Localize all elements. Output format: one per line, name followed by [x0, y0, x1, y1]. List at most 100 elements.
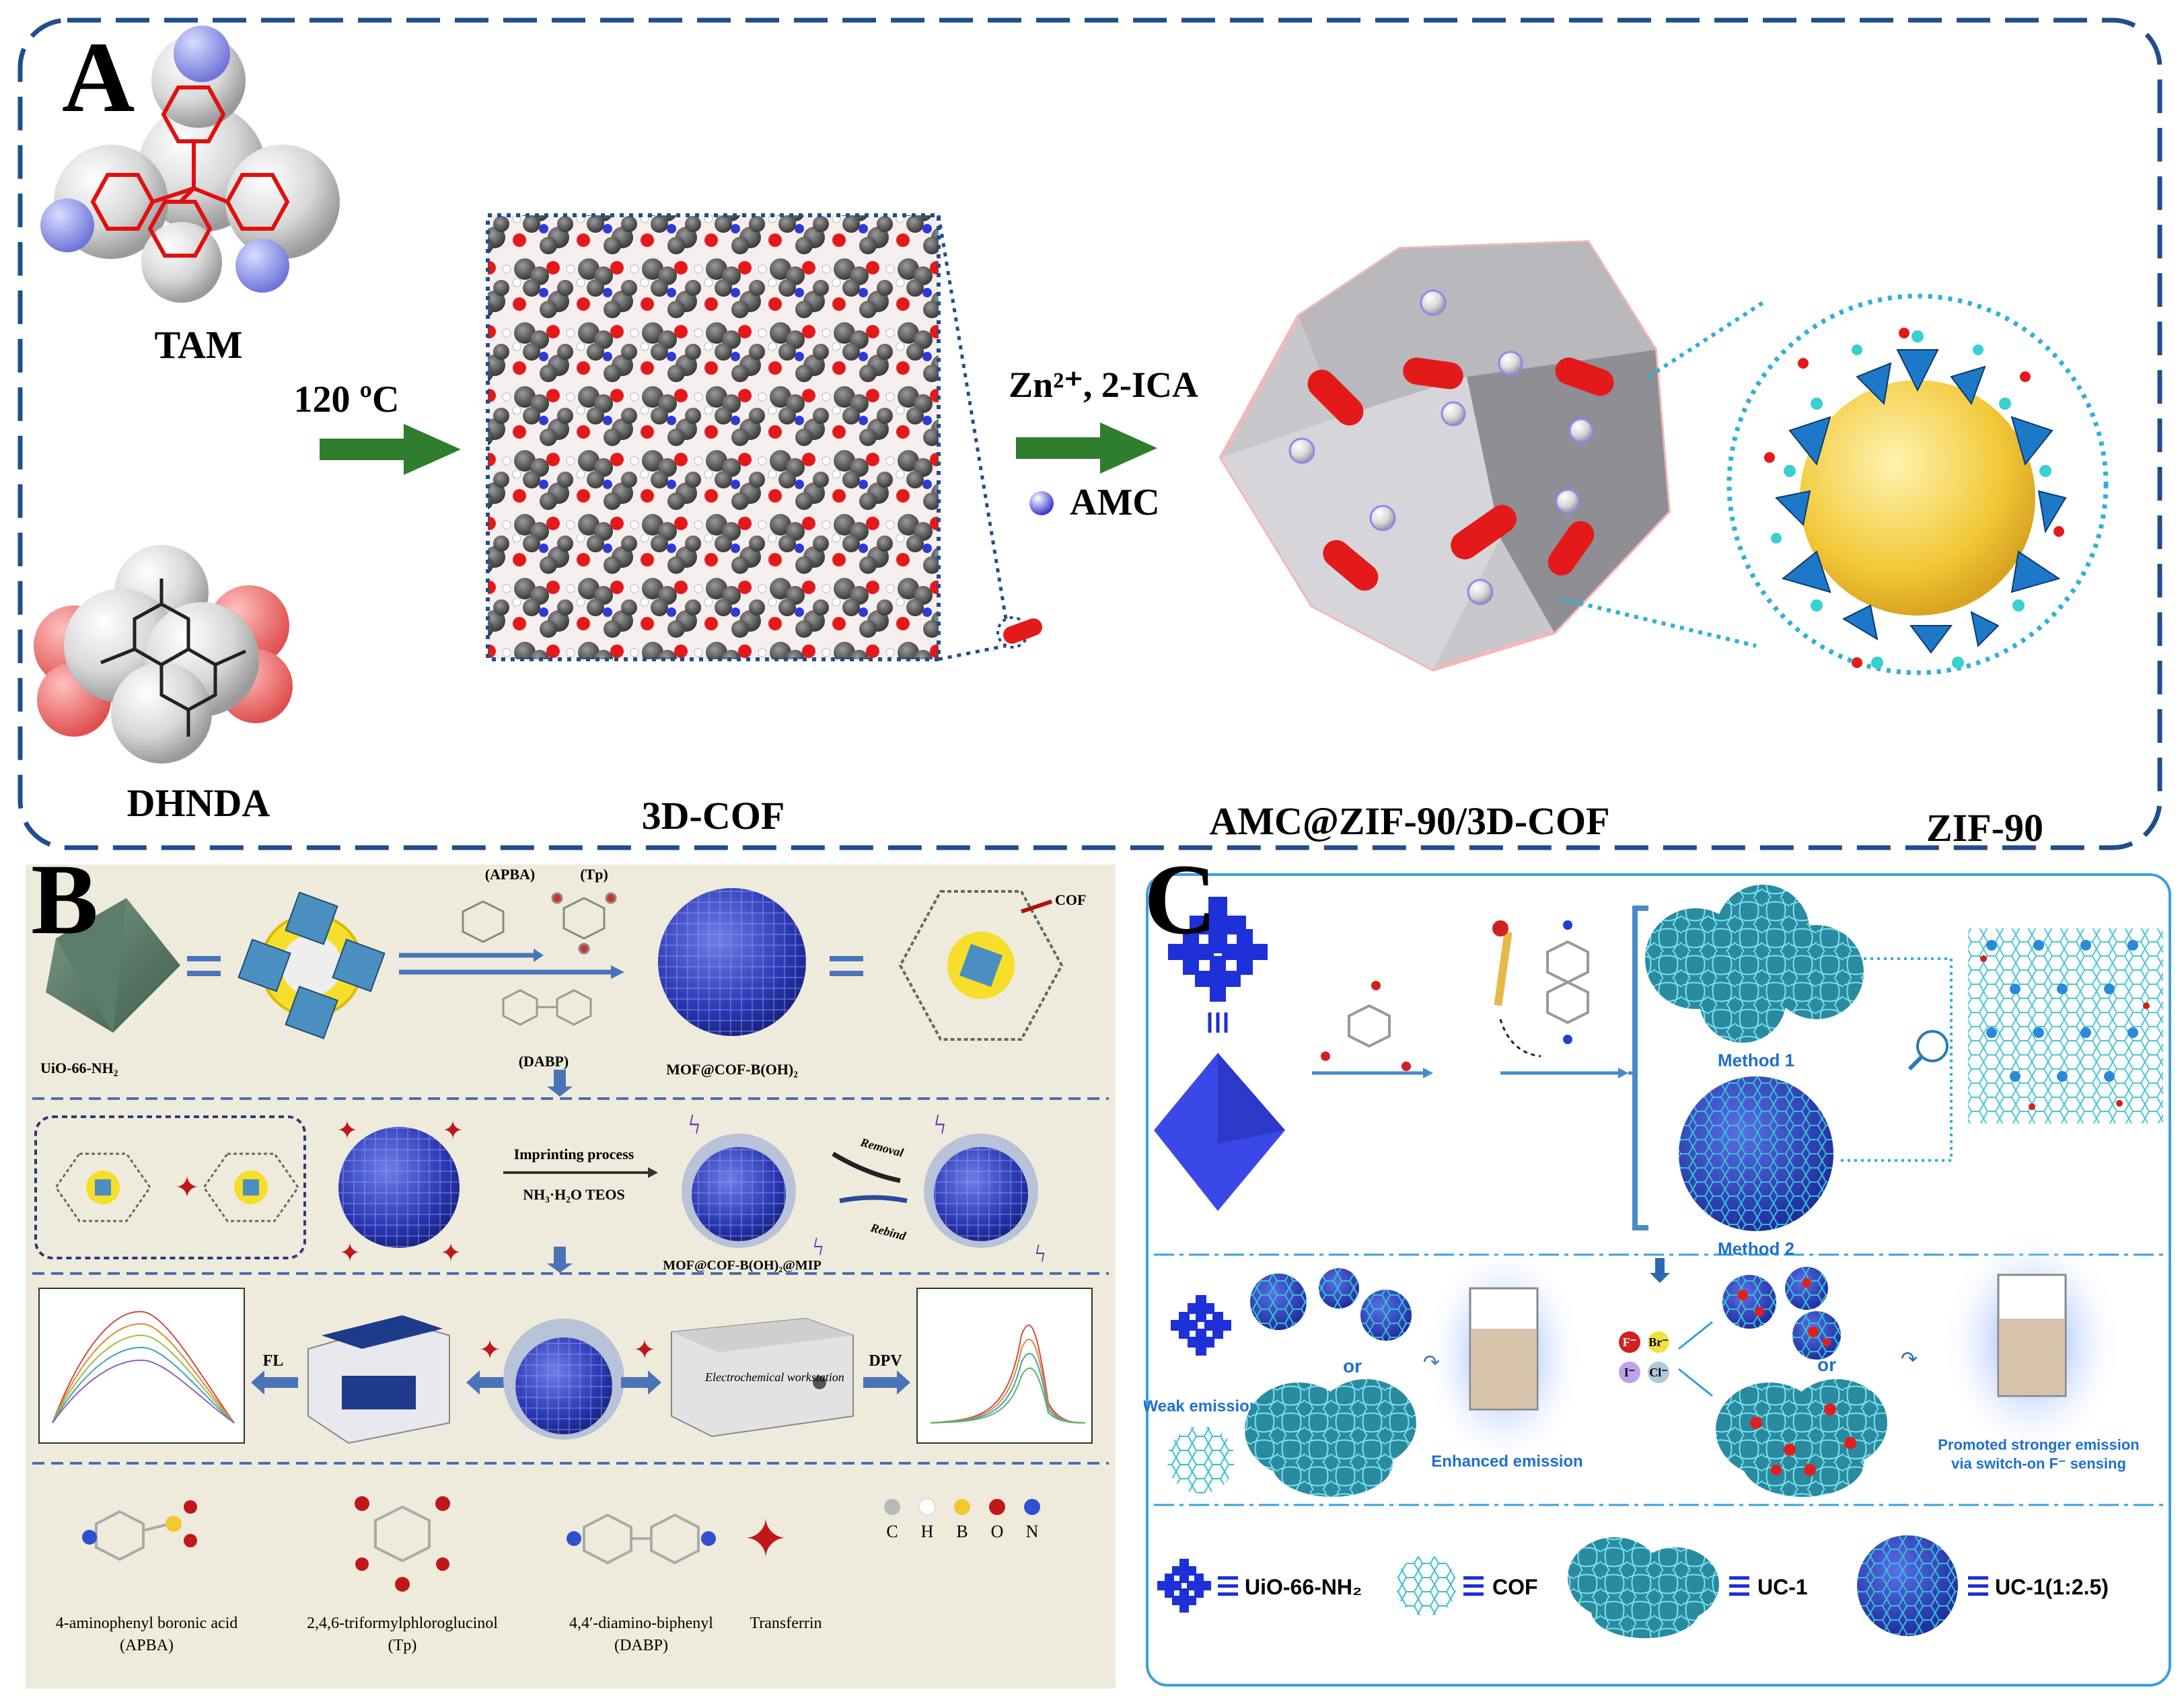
svg-text:✦: ✦ [440, 1239, 462, 1267]
arrow-down-2 [547, 1247, 573, 1273]
atom-h: H [921, 1522, 934, 1541]
arrow-right-1 [320, 424, 461, 475]
cof-3d-box [486, 213, 941, 661]
zif90-label: ZIF-90 [1926, 806, 2043, 850]
legend-cof-icon [1396, 1555, 1457, 1616]
bracket [1632, 906, 1648, 1230]
uio-label: UiO-66-NH₂ [40, 1060, 118, 1076]
tp-top-label: (Tp) [580, 866, 608, 883]
atom-b: B [956, 1522, 968, 1541]
cof3d-label: 3D-COF [642, 794, 785, 838]
tam-label: TAM [154, 323, 242, 367]
method2-sphere [1679, 1076, 1833, 1231]
atom-n: N [1026, 1522, 1039, 1541]
ion-i: I⁻ [1624, 1366, 1636, 1379]
amc-label: AMC [1070, 482, 1160, 523]
uio-octahedron [46, 898, 180, 1033]
mof-cof-label: MOF@COF-B(OH)₂ [666, 1061, 798, 1078]
mip-label: MOF@COF-B(OH)₂@MIP [663, 1258, 821, 1273]
cof-honeycomb [1968, 928, 2163, 1123]
spectrometer-icon [307, 1315, 450, 1444]
dpv-chart [916, 1288, 1093, 1444]
vial-promoted [1941, 1224, 2123, 1460]
uc-spheres-fluoride [1722, 1267, 1841, 1360]
curve-arrow-2: ↷ [1901, 1348, 1918, 1370]
legend-uc1: UC-1 [1757, 1575, 1808, 1599]
arrow-amine [1500, 1068, 1628, 1078]
panel-a-frame [17, 17, 2162, 850]
dabp-molecule-bottom [567, 1513, 716, 1565]
promoted-line1: Promoted stronger emission [1938, 1436, 2140, 1453]
dropper-icon [1492, 920, 1513, 1006]
uc-small-spheres [1250, 1268, 1412, 1341]
transferrin-name: Transferrin [750, 1615, 822, 1632]
arrow-right-2 [1016, 422, 1157, 474]
svg-text:✦: ✦ [478, 1335, 501, 1365]
cof-label: COF [1055, 891, 1086, 908]
dabp-molecule-top [502, 989, 592, 1026]
promoted-line2: via switch-on F⁻ sensing [1951, 1455, 2126, 1472]
lightning-icon-1: ϟ [688, 1109, 700, 1140]
aldehyde-molecule [1321, 981, 1411, 1071]
atom-c: C [886, 1522, 898, 1541]
legend-uio: UiO-66-NH₂ [1245, 1575, 1362, 1599]
tp-abbr: (Tp) [388, 1637, 417, 1654]
dabp-name: 4,4′-diamino-biphenyl [569, 1615, 713, 1632]
arrow-right-ec [621, 1370, 661, 1395]
method2-label: Method 2 [1718, 1239, 1794, 1259]
template-box [34, 1115, 306, 1259]
mip-sphere-2 [924, 1134, 1038, 1248]
apba-abbr: (APBA) [120, 1637, 174, 1654]
arrow-left-fl [251, 1370, 298, 1395]
amc-zif-crystal [1218, 239, 1671, 672]
tp-molecule-top [551, 892, 617, 955]
lightning-icon-2: ϟ [813, 1233, 824, 1260]
ion-f: F⁻ [1623, 1335, 1637, 1349]
ion-br: Br⁻ [1648, 1335, 1669, 1349]
fl-label: FL [263, 1352, 284, 1370]
svg-text:✦: ✦ [336, 1117, 358, 1145]
panel-b-bg [26, 864, 1116, 1689]
arrow-aldehyde [1312, 1068, 1433, 1078]
panel-c-letter: C [1144, 844, 1217, 955]
apba-molecule-bottom [82, 1500, 197, 1561]
panel-a: TAM DHNDA 120 ºC 3D-COF Zn²⁺, 2-ICA [17, 17, 2162, 850]
svg-text:✦: ✦ [442, 1117, 464, 1145]
or-label-1: or [1343, 1356, 1362, 1376]
lightning-icon-4: ϟ [1035, 1240, 1046, 1267]
tp-molecule-bottom [355, 1496, 450, 1592]
arrow-apba-tp [399, 949, 624, 979]
arrow-down-c [1650, 1258, 1670, 1283]
method1-particles [1645, 885, 1864, 1043]
mof-unit-icon [238, 891, 386, 1039]
uc-tangle-cluster [1245, 1379, 1416, 1497]
weak-emission-label: Weak emission [1144, 1397, 1259, 1415]
workstation-label: Electrochemical workstation [704, 1370, 844, 1384]
legend-uc1-icon [1568, 1537, 1719, 1638]
mof-cof-sphere [658, 888, 806, 1036]
imprinting-label: Imprinting process [514, 1146, 634, 1163]
cof-structure-icon [898, 890, 1064, 1041]
atom-legend [884, 1498, 1040, 1516]
uio-cluster-icon [1168, 897, 1268, 1002]
ion-icons [1619, 1331, 1669, 1383]
mip-sphere-1 [682, 1134, 796, 1248]
ion-cl: Cl⁻ [1649, 1366, 1668, 1379]
svg-text:✦: ✦ [339, 1239, 361, 1267]
nh3-teos-label: NH₃·H₂O TEOS [523, 1186, 625, 1203]
cof-rod-icon [1003, 618, 1042, 644]
detect-sphere [503, 1319, 624, 1440]
method1-label: Method 1 [1718, 1050, 1794, 1070]
uio-small-icon [1171, 1295, 1231, 1356]
or-label-2: or [1817, 1354, 1836, 1375]
legend-uc1-ratio: UC-1(1:2.5) [1995, 1575, 2109, 1599]
legend-cof: COF [1492, 1575, 1538, 1599]
legend-uio-icon [1157, 1559, 1211, 1613]
legend-uc1-ratio-icon [1857, 1535, 1958, 1636]
amc-icon [1029, 491, 1054, 515]
panel-c: Method 1 Method 2 Weak emission [1144, 873, 2171, 1687]
apba-top-label: (APBA) [485, 866, 536, 883]
enhanced-emission-label: Enhanced emission [1431, 1452, 1582, 1471]
tp-name: 2,4,6-triformylphloroglucinol [307, 1615, 498, 1632]
apba-name: 4-aminophenyl boronic acid [56, 1615, 238, 1632]
